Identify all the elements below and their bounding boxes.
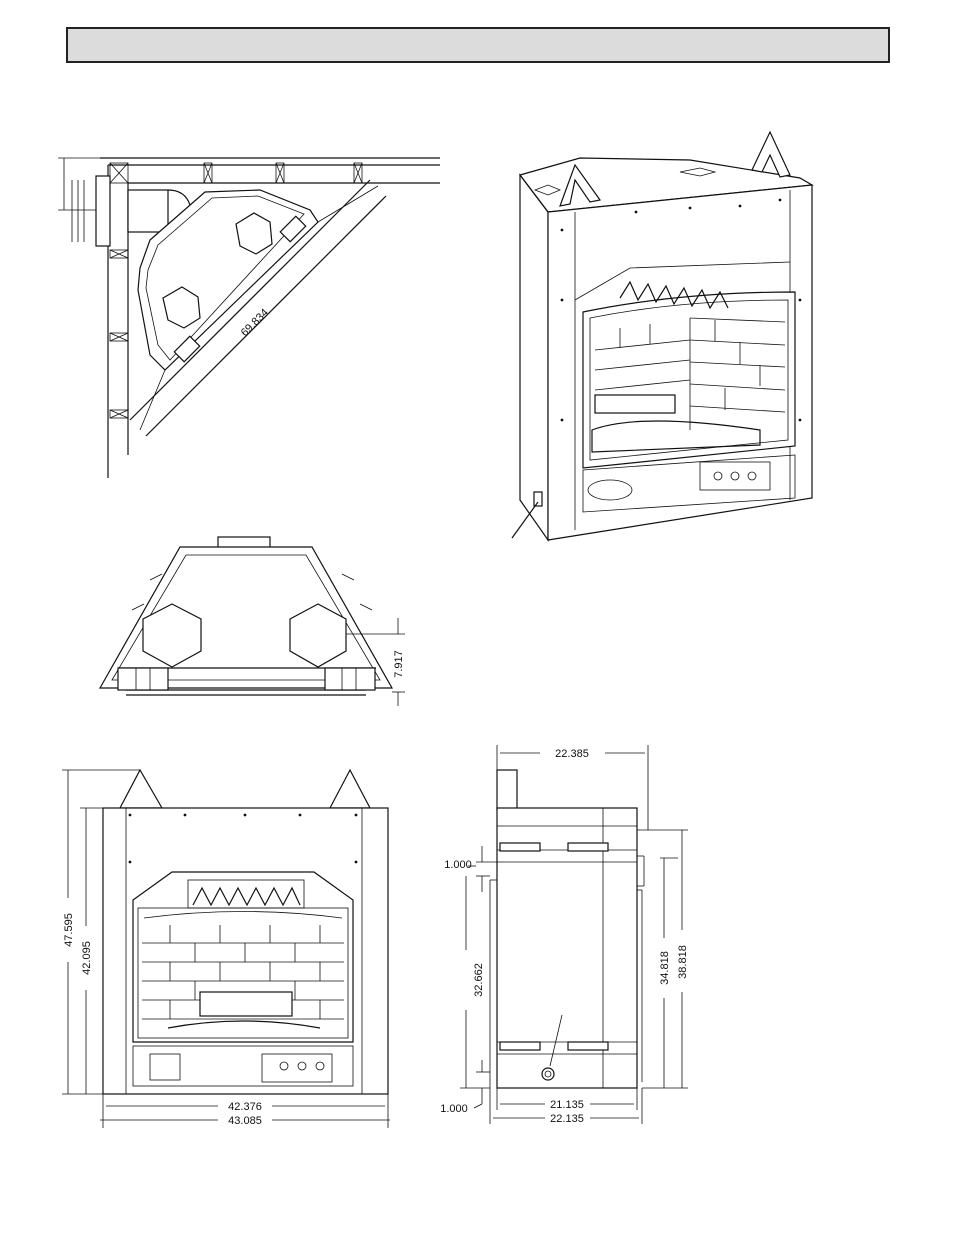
front-inner-width-label: 42.376 <box>228 1101 262 1113</box>
corner-diagonal-label: 69.834 <box>239 307 271 339</box>
top-view-height-label: 7.917 <box>393 650 405 678</box>
side-height-inner-label: 34.818 <box>659 951 671 985</box>
side-bottom-outer-label: 22.135 <box>550 1113 584 1125</box>
side-top-depth-label: 22.385 <box>555 748 589 760</box>
isometric-view <box>512 132 812 540</box>
side-upper-offset-label: 1.000 <box>444 859 472 871</box>
side-view: 22.385 34.818 38. <box>440 745 689 1125</box>
corner-plan-view: 69.834 <box>58 158 440 478</box>
front-outer-width-label: 43.085 <box>228 1115 262 1127</box>
front-total-height-label: 47.595 <box>63 913 75 947</box>
side-height-outer-label: 38.818 <box>677 945 689 979</box>
side-inner-height-label: 32.662 <box>473 963 485 997</box>
top-view: 7.917 <box>100 537 405 706</box>
front-view: 47.595 42.095 42.376 43.085 <box>62 770 390 1128</box>
side-bottom-inner-label: 21.135 <box>550 1099 584 1111</box>
side-lower-offset-label: 1.000 <box>440 1103 468 1115</box>
front-body-height-label: 42.095 <box>81 941 93 975</box>
